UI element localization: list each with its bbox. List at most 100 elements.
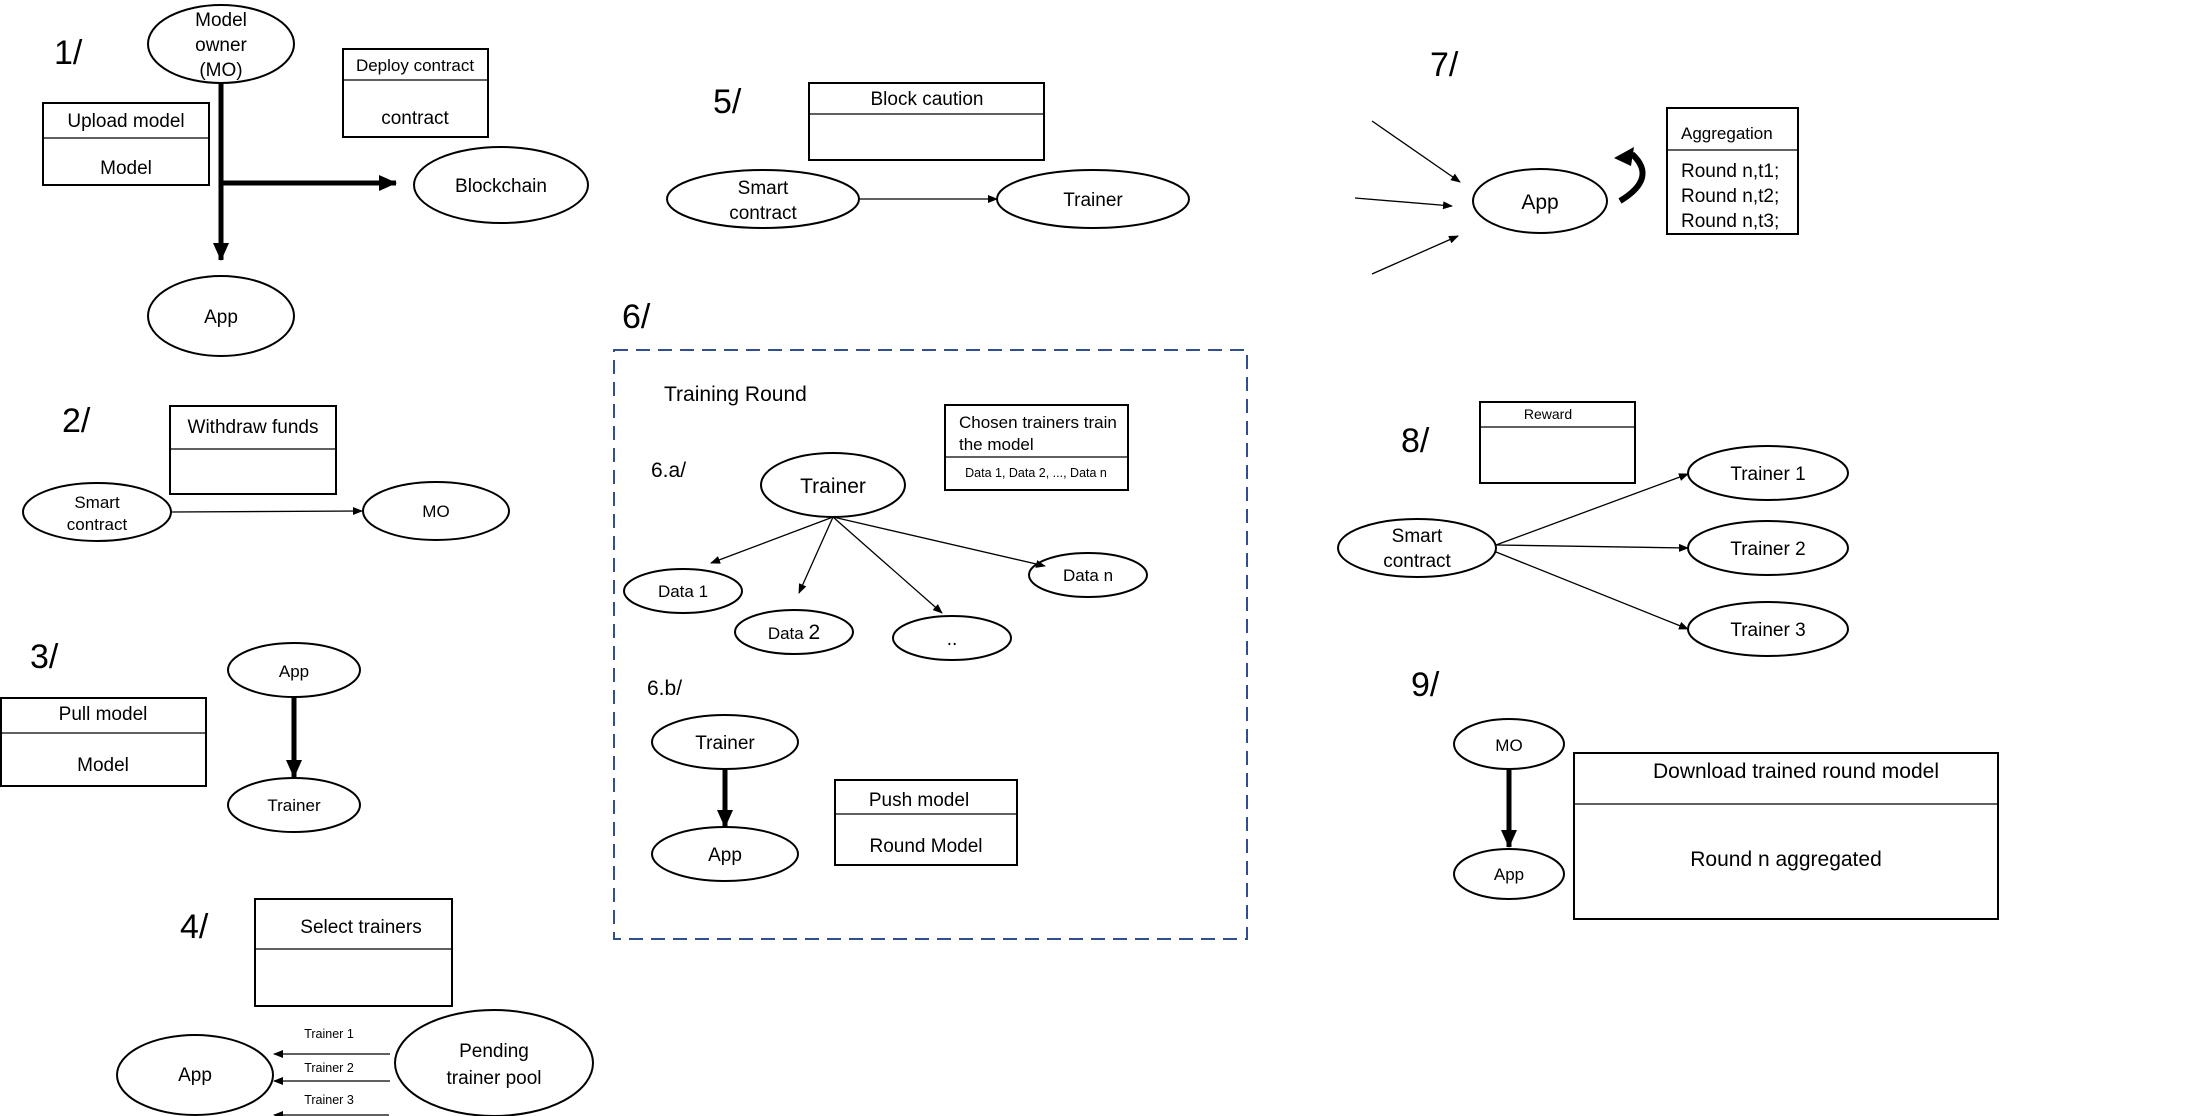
trainer-to-datan-arrow xyxy=(832,516,1046,568)
trainer-label-3: Trainer xyxy=(267,796,321,815)
pool-arrow-label-3: Trainer 3 xyxy=(304,1093,354,1107)
aggregation-title: Aggregation xyxy=(1681,124,1773,143)
mo-label-2: MO xyxy=(422,502,449,521)
mo-node-2 xyxy=(362,481,510,541)
trainer-1-node xyxy=(1687,445,1849,501)
data-2-prefix: Data xyxy=(768,624,809,643)
step-5-label: 5/ xyxy=(713,83,742,121)
aggregation-round-3: Round n,t3; xyxy=(1681,211,1779,232)
step-6: 6/ Training Round 6.a/ Trainer Chosen tr… xyxy=(613,298,1248,940)
data-dots-node xyxy=(892,615,1012,661)
pending-pool-line-1: Pending xyxy=(459,1041,529,1062)
withdraw-funds-box xyxy=(169,405,337,495)
pool-arrow-label-2: Trainer 2 xyxy=(304,1061,354,1075)
step-3: 3/ Pull model Model App Trainer xyxy=(0,638,361,833)
select-trainers-title: Select trainers xyxy=(300,917,421,938)
pending-pool-line-2: trainer pool xyxy=(446,1068,541,1089)
deploy-contract-box xyxy=(342,48,489,138)
reward-title: Reward xyxy=(1524,406,1572,422)
app-label-1: App xyxy=(204,307,238,328)
chosen-trainers-body: Data 1, Data 2, ..., Data n xyxy=(965,466,1107,480)
blockchain-label: Blockchain xyxy=(455,176,547,197)
trainer-1-label: Trainer 1 xyxy=(1730,464,1805,485)
step-2: 2/ Withdraw funds Smart contract MO xyxy=(22,402,510,542)
data-2-node xyxy=(734,609,854,655)
smart-contract-5-line-1: Smart xyxy=(738,178,789,199)
block-caution-title: Block caution xyxy=(870,89,983,110)
app-label-7: App xyxy=(1521,191,1558,214)
data-2-label: Data 2 xyxy=(768,621,820,644)
data-dots-label: .. xyxy=(947,629,958,650)
app-node-1 xyxy=(147,275,295,357)
trainer-to-data2-arrow xyxy=(798,516,834,594)
smart-contract-8-line-1: Smart xyxy=(1392,526,1443,547)
step-6b-label: 6.b/ xyxy=(647,677,682,700)
app-node-7 xyxy=(1472,168,1608,234)
pull-model-title: Pull model xyxy=(59,704,148,725)
incoming-arrow-1 xyxy=(1371,120,1461,183)
app-label-4: App xyxy=(178,1065,212,1086)
step-1-label: 1/ xyxy=(54,34,83,72)
app-node-4 xyxy=(116,1034,274,1116)
select-trainers-box xyxy=(254,898,453,1007)
step-2-label: 2/ xyxy=(62,402,91,440)
step-8: 8/ Reward Smart contract Trainer 1 Train… xyxy=(1337,401,1849,657)
block-caution-box xyxy=(808,82,1045,161)
deploy-contract-body: contract xyxy=(381,108,449,129)
upload-model-box xyxy=(42,102,210,186)
data-2-number: 2 xyxy=(808,621,820,644)
data-n-node xyxy=(1028,552,1148,598)
deploy-contract-title: Deploy contract xyxy=(356,56,474,75)
push-model-body: Round Model xyxy=(869,836,982,857)
smart-contract-node-8 xyxy=(1337,518,1497,578)
mo-label-9: MO xyxy=(1495,736,1522,755)
blockchain-node xyxy=(413,146,589,224)
trainer-2-label: Trainer 2 xyxy=(1730,539,1805,560)
step-4: 4/ Select trainers App Pending trainer p… xyxy=(116,898,594,1116)
trainer-node-3 xyxy=(227,777,361,833)
contract-to-trainer3-arrow xyxy=(1495,551,1689,630)
model-owner-label-1: Model xyxy=(195,10,247,31)
model-owner-label-2: owner xyxy=(195,35,247,56)
pool-arrow-label-1: Trainer 1 xyxy=(304,1027,354,1041)
trainer-to-data1-arrow xyxy=(710,516,834,564)
app-label-9: App xyxy=(1494,865,1524,884)
reward-box xyxy=(1479,401,1636,484)
trainer-label-6b: Trainer xyxy=(695,733,755,754)
contract-to-mo-arrow xyxy=(170,507,363,516)
data-n-label: Data n xyxy=(1063,566,1113,585)
step-7: 7/ App Aggregation Round n,t1; Round n,t… xyxy=(1354,46,1799,275)
smart-contract-2-line-2: contract xyxy=(67,515,128,534)
withdraw-funds-title: Withdraw funds xyxy=(188,417,319,438)
chosen-trainers-title-2: the model xyxy=(959,435,1034,454)
contract-to-trainer2-arrow xyxy=(1495,543,1689,552)
model-owner-label-3: (MO) xyxy=(199,60,242,81)
step-6-label: 6/ xyxy=(622,298,651,336)
aggregation-round-2: Round n,t2; xyxy=(1681,186,1779,207)
push-model-title: Push model xyxy=(869,790,969,811)
smart-contract-2-line-1: Smart xyxy=(74,493,120,512)
training-round-frame xyxy=(613,349,1248,940)
self-loop-curve xyxy=(1618,151,1646,204)
download-model-title: Download trained round model xyxy=(1653,760,1939,783)
step-9-label: 9/ xyxy=(1411,666,1440,704)
app-node-9 xyxy=(1453,848,1565,900)
training-round-title: Training Round xyxy=(664,383,807,406)
chosen-trainers-title-1: Chosen trainers train xyxy=(959,413,1117,432)
smart-contract-node-2 xyxy=(22,482,172,542)
incoming-arrow-3 xyxy=(1371,235,1459,275)
download-model-body: Round n aggregated xyxy=(1690,848,1882,871)
aggregation-box xyxy=(1666,107,1799,235)
self-loop-arrowhead xyxy=(1614,147,1634,166)
smart-contract-8-line-2: contract xyxy=(1383,551,1451,572)
incoming-arrow-2 xyxy=(1354,197,1453,210)
contract-to-trainer1-arrow xyxy=(1495,473,1689,546)
data-1-label: Data 1 xyxy=(658,582,708,601)
step-3-label: 3/ xyxy=(30,638,59,676)
aggregation-round-1: Round n,t1; xyxy=(1681,161,1779,182)
app-label-6b: App xyxy=(708,845,742,866)
trainer-label-5: Trainer xyxy=(1063,190,1123,211)
data-1-node xyxy=(623,568,743,614)
pull-model-body: Model xyxy=(77,755,129,776)
